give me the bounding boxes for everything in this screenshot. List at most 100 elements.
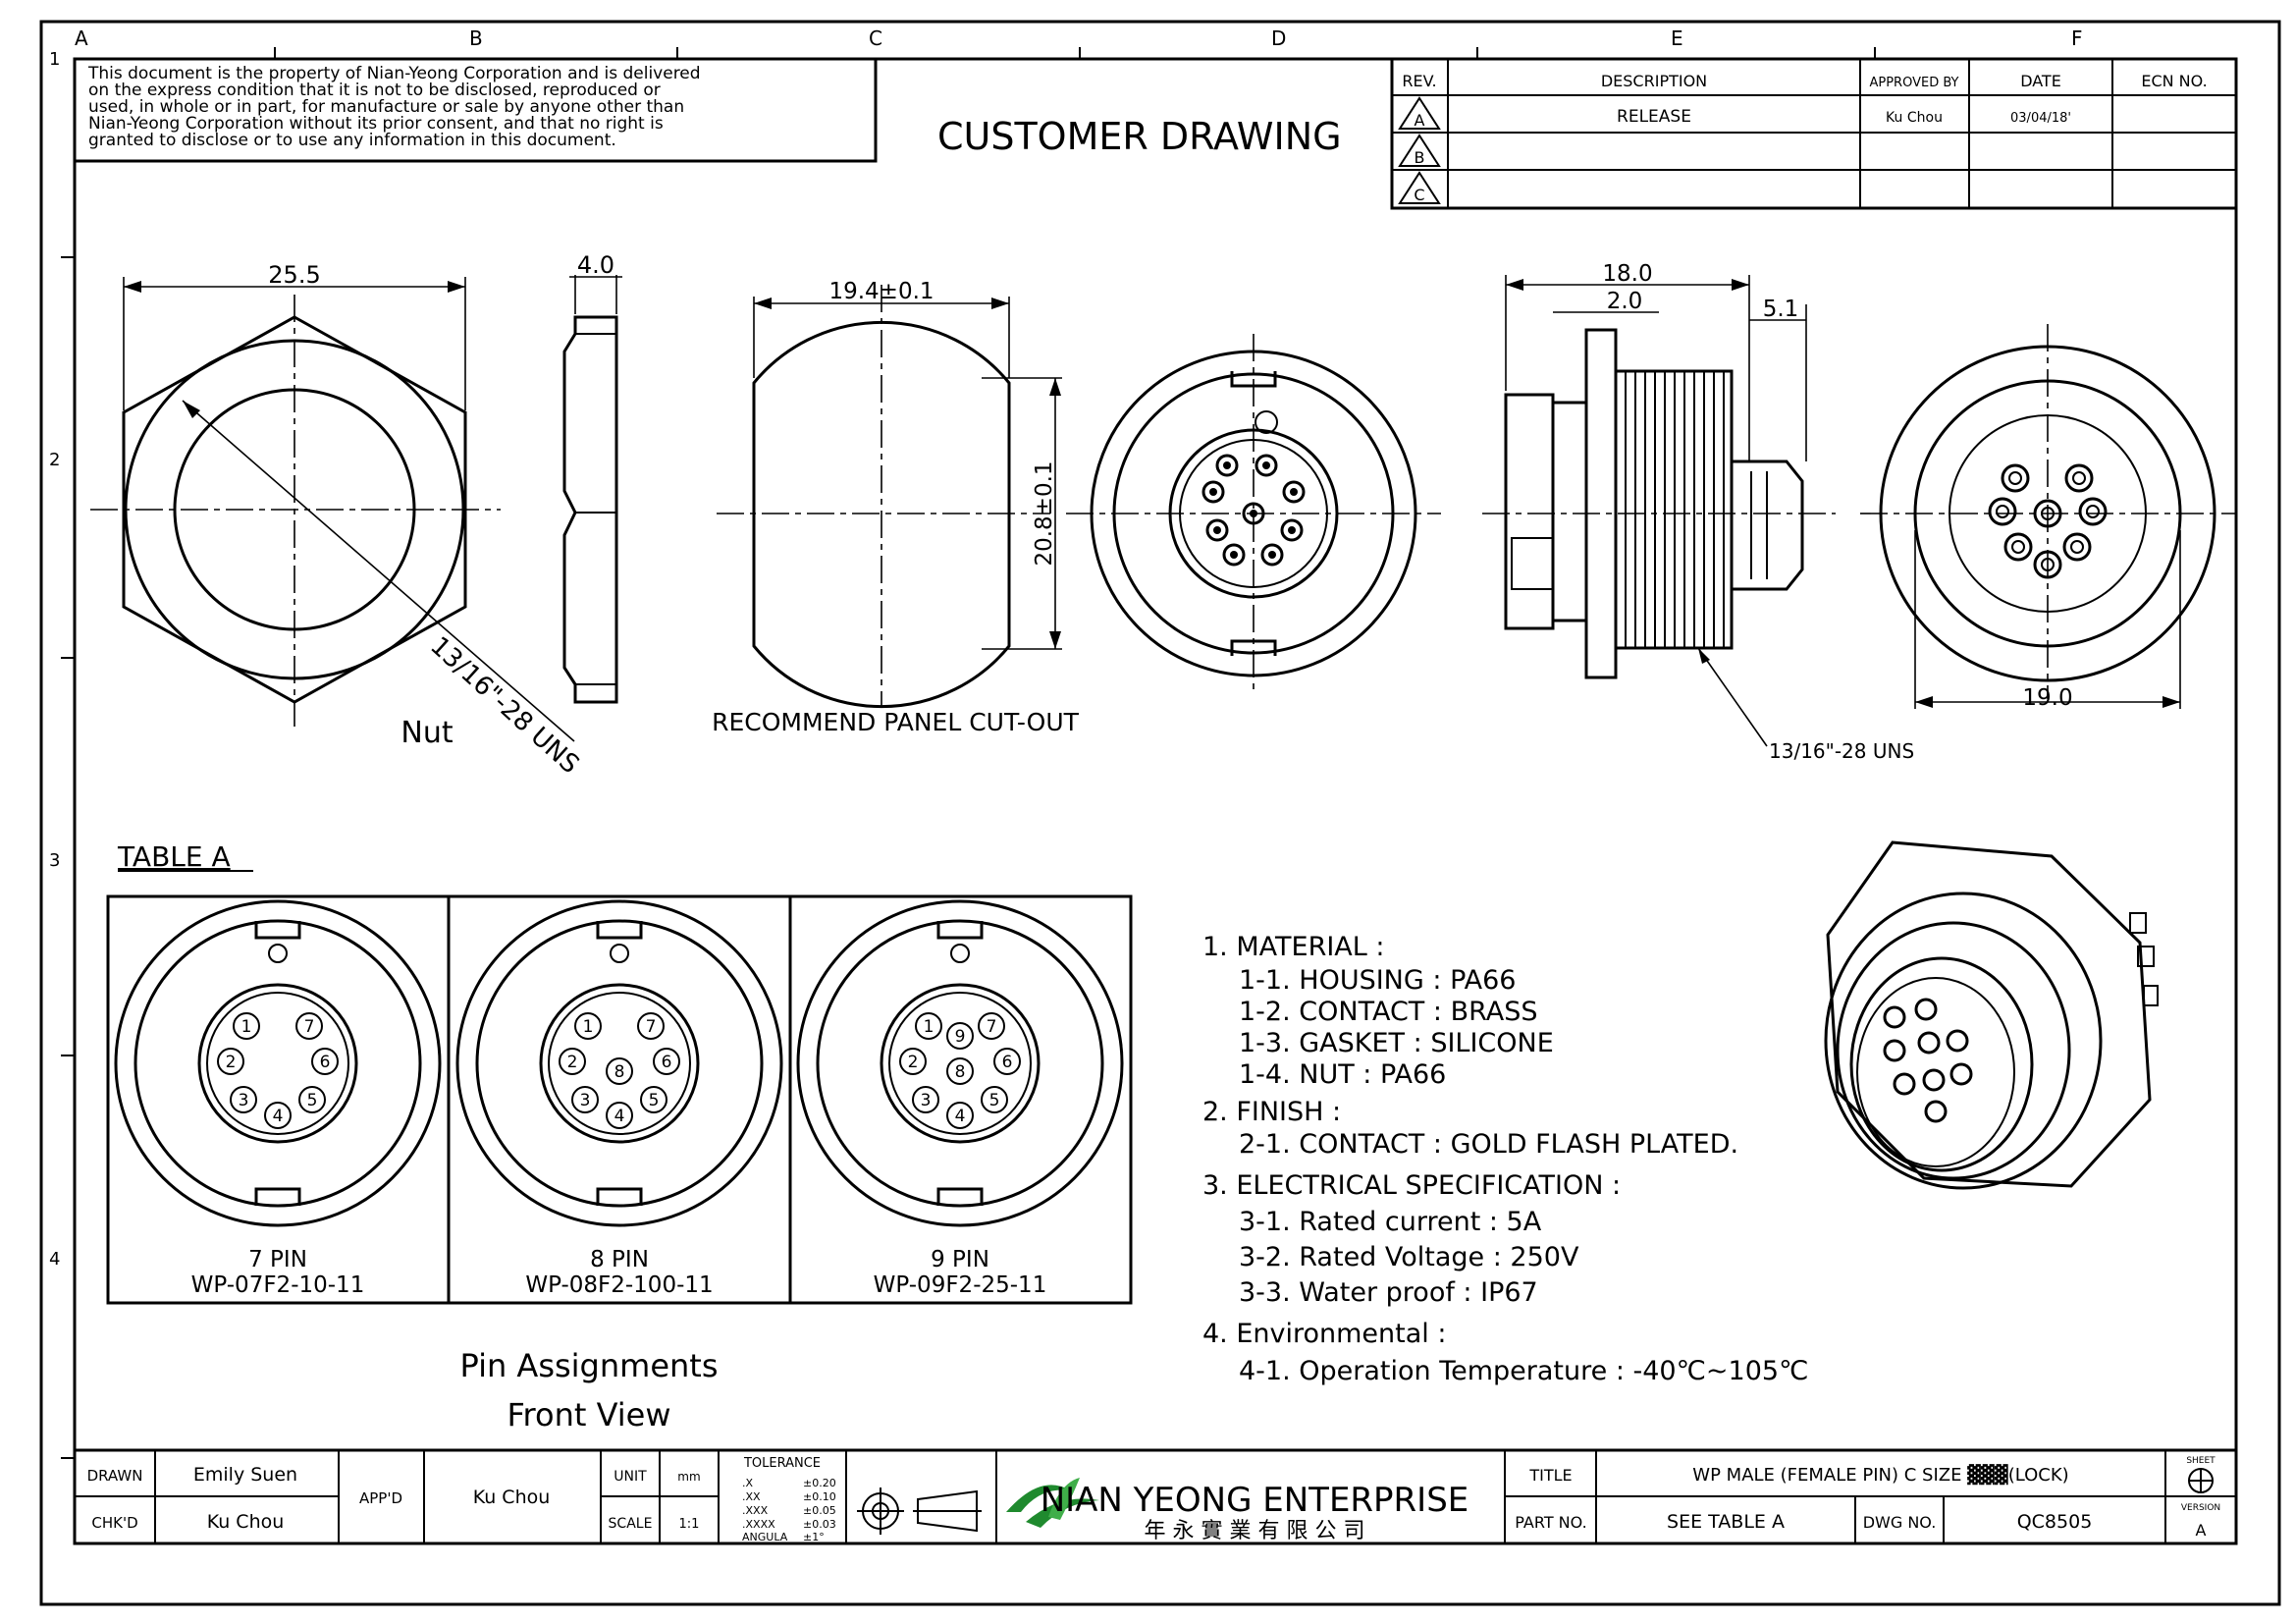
- note-line: 1-4. NUT : PA66: [1239, 1059, 1446, 1090]
- pin-cell-top-key: [596, 921, 643, 940]
- part-number-label: WP-09F2-25-11: [874, 1272, 1047, 1298]
- pin-circle: [946, 1057, 974, 1085]
- pin-cell-outer-ring: [455, 899, 783, 1227]
- sheet-label: SHEET: [2186, 1456, 2216, 1466]
- page-title: CUSTOMER DRAWING: [937, 115, 1342, 158]
- inner-border: [73, 57, 2238, 1545]
- pin-number: 3: [580, 1091, 591, 1110]
- pin-number: 1: [241, 1017, 252, 1037]
- pin-number: 5: [307, 1091, 318, 1110]
- tolerance-value: ±1°: [803, 1531, 825, 1543]
- row-label-2: 2: [49, 450, 60, 470]
- rev-b-label: B: [1415, 148, 1425, 167]
- notes: 1. MATERIAL : 1-1. HOUSING : PA66 1-2. C…: [1202, 932, 1808, 1386]
- row-label-4: 4: [49, 1249, 60, 1270]
- col-label-a: A: [75, 27, 88, 50]
- tolerance-key: .X: [742, 1477, 753, 1489]
- rear-width-dim: 19.0: [2022, 685, 2072, 711]
- version-value: A: [2196, 1521, 2207, 1540]
- pin-number: 5: [649, 1091, 660, 1110]
- rev-header: REV.: [1402, 72, 1436, 90]
- approved-header: APPROVED BY: [1869, 76, 1958, 90]
- part-value: SEE TABLE A: [1667, 1511, 1785, 1533]
- rev-a-symbol: A: [1398, 96, 1441, 130]
- rev-a-date: 03/04/18': [2010, 111, 2071, 126]
- note-line: 1-2. CONTACT : BRASS: [1239, 997, 1538, 1027]
- pin-circle: [946, 1102, 974, 1129]
- pin-cell-insert-inner: [206, 992, 349, 1135]
- column-markers: A B C D E F: [75, 27, 2083, 59]
- pin-circle: [559, 1048, 586, 1075]
- notice-text: This document is the property of Nian-Ye…: [87, 64, 701, 150]
- pin-number: 2: [226, 1053, 237, 1072]
- side-flange-dim: 2.0: [1607, 289, 1643, 314]
- title-block: DRAWN Emily Suen CHK'D Ku Chou APP'D Ku …: [73, 1448, 2238, 1545]
- note-line: 4. Environmental :: [1202, 1319, 1446, 1349]
- connector-side-view: 18.0 2.0 5.1 13/16"-28 UNS: [1482, 261, 1914, 763]
- pin-circle: [298, 1086, 326, 1113]
- pin-count-label: 9 PIN: [931, 1247, 989, 1272]
- note-line: 1-3. GASKET : SILICONE: [1239, 1028, 1554, 1058]
- note-line: 1. MATERIAL :: [1202, 932, 1384, 962]
- sheet-symbol-icon: [2188, 1468, 2214, 1493]
- pin-cell-bottom-key: [254, 1187, 301, 1206]
- table-a-caption-1: Pin Assignments: [459, 1347, 718, 1384]
- pin-circle: [264, 1102, 292, 1129]
- tolerance-title: TOLERANCE: [743, 1456, 821, 1471]
- col-label-f: F: [2071, 27, 2083, 50]
- tolerance-key: ANGULA: [742, 1531, 788, 1543]
- title-label: TITLE: [1528, 1466, 1572, 1485]
- thread-lines: [1625, 371, 1725, 648]
- cutout-label: RECOMMEND PANEL CUT-OUT: [712, 708, 1080, 736]
- rev-c-symbol: C: [1398, 171, 1441, 204]
- note-line: 3-2. Rated Voltage : 250V: [1239, 1242, 1579, 1272]
- tolerance-key: .XXX: [742, 1504, 769, 1517]
- notice-line: granted to disclose or to use any inform…: [88, 131, 616, 150]
- col-label-d: D: [1271, 27, 1286, 50]
- pin-count-label: 8 PIN: [590, 1247, 649, 1272]
- tolerance-value: ±0.03: [803, 1518, 836, 1531]
- rev-a-approved: Ku Chou: [1886, 110, 1943, 126]
- pin-circle: [574, 1012, 602, 1040]
- pin-count-label: 7 PIN: [248, 1247, 307, 1272]
- tolerance-value: ±0.05: [803, 1504, 836, 1517]
- pin-cell-top-key: [254, 921, 301, 940]
- part-number-label: WP-08F2-100-11: [525, 1272, 713, 1298]
- row-label-1: 1: [49, 49, 60, 70]
- nut-thickness-dim: 4.0: [577, 251, 614, 279]
- table-a: [106, 894, 1133, 1305]
- pin-cell-top-key: [936, 921, 984, 940]
- version-label: VERSION: [2181, 1503, 2220, 1513]
- pin-cell-insert-inner: [548, 992, 691, 1135]
- nut-label: Nut: [400, 716, 453, 750]
- note-line: 2. FINISH :: [1202, 1097, 1341, 1127]
- pin-number: 2: [567, 1053, 578, 1072]
- pin-number: 8: [955, 1062, 966, 1082]
- pin-circle: [993, 1048, 1021, 1075]
- notice-line: This document is the property of Nian-Ye…: [87, 64, 701, 83]
- rear-contacts: [1988, 463, 2108, 579]
- notice-line: on the express condition that it is not …: [88, 81, 661, 100]
- nut-front-view: 25.5 13/16"-28 UNS Nut: [90, 261, 585, 780]
- chkd-name: Ku Chou: [207, 1511, 285, 1533]
- pin-number: 6: [662, 1053, 672, 1072]
- rev-c-label: C: [1414, 186, 1424, 204]
- drawn-name: Emily Suen: [193, 1464, 297, 1486]
- tolerance-key: .XX: [742, 1490, 761, 1503]
- dwg-value: QC8505: [2017, 1511, 2093, 1533]
- company-logo-icon: [1006, 1478, 1099, 1528]
- pin-circle: [217, 1048, 244, 1075]
- drawing-title: WP MALE (FEMALE PIN) C SIZE ▓▓▓(LOCK): [1692, 1464, 2068, 1486]
- pin-circle: [978, 1012, 1005, 1040]
- pin-number: 3: [239, 1091, 249, 1110]
- pin-circle: [571, 1086, 599, 1113]
- pin-number: 3: [921, 1091, 932, 1110]
- note-line: 3-1. Rated current : 5A: [1239, 1207, 1542, 1237]
- scale-value: 1:1: [679, 1517, 700, 1532]
- note-line: 2-1. CONTACT : GOLD FLASH PLATED.: [1239, 1129, 1738, 1160]
- table-a-caption-2: Front View: [507, 1396, 670, 1434]
- cutout-width-dim: 19.4±0.1: [828, 279, 934, 304]
